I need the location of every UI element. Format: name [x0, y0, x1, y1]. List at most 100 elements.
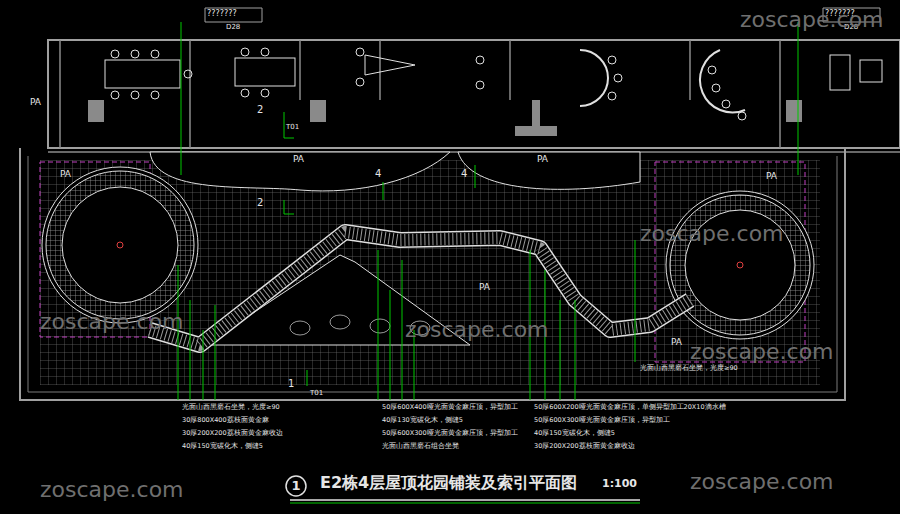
stone	[290, 321, 310, 335]
chair	[614, 74, 622, 82]
columns	[88, 100, 802, 136]
area-label: PA	[671, 338, 682, 348]
walkway-tiles	[150, 232, 690, 345]
round-planter	[666, 191, 814, 339]
column	[786, 100, 802, 122]
leader-line	[181, 22, 798, 175]
building-wall	[48, 40, 900, 148]
title-underline	[290, 503, 640, 504]
column	[532, 100, 540, 126]
chair	[608, 56, 616, 64]
partition-wall	[48, 40, 900, 152]
meeting-table	[105, 60, 180, 88]
watermark: zoscape.com	[405, 318, 549, 342]
brick-ring	[670, 195, 810, 335]
title-underline	[290, 499, 640, 501]
material-note: 光面山西黑磨石坐凳，光度≥90	[640, 365, 738, 372]
walkway-edge	[150, 232, 690, 345]
material-note: 40厚150宽碳化木，侧缝5	[534, 430, 615, 437]
watermark: zoscape.com	[40, 478, 184, 502]
planter	[150, 152, 450, 191]
chair	[131, 91, 139, 99]
column	[310, 100, 326, 122]
area-label: PA	[293, 155, 304, 165]
walkway	[150, 232, 690, 345]
area-label: PA	[30, 98, 41, 108]
drawing-number: 1	[291, 479, 300, 493]
title-circle	[286, 476, 306, 496]
chair	[476, 81, 484, 89]
chair	[608, 92, 616, 100]
area-label: PA	[479, 283, 490, 293]
stone	[330, 315, 350, 329]
chair	[131, 50, 139, 58]
chair	[722, 100, 730, 108]
leader-line	[383, 165, 635, 362]
chair	[708, 66, 716, 74]
chairs	[111, 48, 746, 120]
brick-ring	[46, 171, 194, 319]
tree-mark	[737, 262, 743, 268]
furniture	[860, 60, 882, 82]
chair	[738, 112, 746, 120]
material-note: 30厚800X400荔枝面黄金麻	[182, 417, 269, 424]
chair	[111, 91, 119, 99]
area-label: PA	[537, 155, 548, 165]
chair	[712, 84, 720, 92]
material-note: 50厚600X300哑光面黄金麻压顶，异型加工	[382, 430, 518, 437]
material-note: 50厚600X400哑光面黄金麻压顶，异型加工	[382, 404, 518, 411]
leaders	[178, 8, 880, 400]
chair	[356, 78, 364, 86]
meeting-table	[235, 58, 295, 86]
section-sheet: T01	[310, 390, 323, 398]
planting-bed	[62, 187, 178, 303]
watermark: zoscape.com	[40, 310, 184, 334]
material-note: 30厚200X200荔枝面黄金麻收边	[534, 443, 635, 450]
chair	[241, 89, 249, 97]
index-tag: D28	[226, 24, 240, 32]
section-number: 2	[257, 104, 263, 115]
chair	[356, 48, 364, 56]
chair	[241, 48, 249, 56]
scale-text: 1:100	[602, 478, 637, 490]
chair	[151, 91, 159, 99]
watermark: zoscape.com	[690, 340, 834, 364]
round-table	[700, 50, 745, 112]
watermark: zoscape.com	[740, 8, 884, 32]
terrace-edge	[28, 156, 837, 392]
section-number: 4	[375, 168, 381, 179]
terrace-edge	[20, 148, 845, 400]
material-note: 光面山西黑磨石组合坐凳	[382, 443, 459, 450]
tree-mark	[117, 242, 123, 248]
table	[365, 55, 415, 75]
drawing-title: E2栋4层屋顶花园铺装及索引平面图	[320, 474, 577, 492]
chair	[261, 89, 269, 97]
section-number: 1	[288, 378, 294, 389]
section-mark	[284, 112, 307, 386]
column	[515, 126, 557, 136]
material-note: 40厚130宽碳化木，侧缝5	[382, 417, 463, 424]
material-note: 光面山西黑磨石坐凳，光度≥90	[182, 404, 280, 411]
material-note: 50厚600X200哑光面黄金麻压顶，单侧异型加工20X10滴水槽	[534, 404, 726, 411]
area-label: PA	[60, 170, 71, 180]
section-sheet: T01	[286, 124, 299, 132]
furniture	[830, 55, 850, 90]
section-number: 4	[461, 168, 467, 179]
leader-line	[178, 265, 215, 400]
material-note: 30厚200X200荔枝面黄金麻收边	[182, 430, 283, 437]
material-note: 40厚150宽碳化木，侧缝5	[182, 443, 263, 450]
material-note: 50厚600X300哑光面黄金麻压顶，异型加工	[534, 417, 670, 424]
round-planter	[42, 167, 198, 323]
planter	[458, 152, 640, 189]
chair	[476, 56, 484, 64]
column	[88, 100, 104, 122]
chair	[151, 50, 159, 58]
chair	[111, 50, 119, 58]
stone	[370, 319, 390, 333]
section-number: 2	[257, 197, 263, 208]
watermark: zoscape.com	[640, 222, 784, 246]
index-text: ???????	[207, 10, 237, 19]
watermark: zoscape.com	[690, 470, 834, 494]
area-label: PA	[766, 172, 777, 182]
